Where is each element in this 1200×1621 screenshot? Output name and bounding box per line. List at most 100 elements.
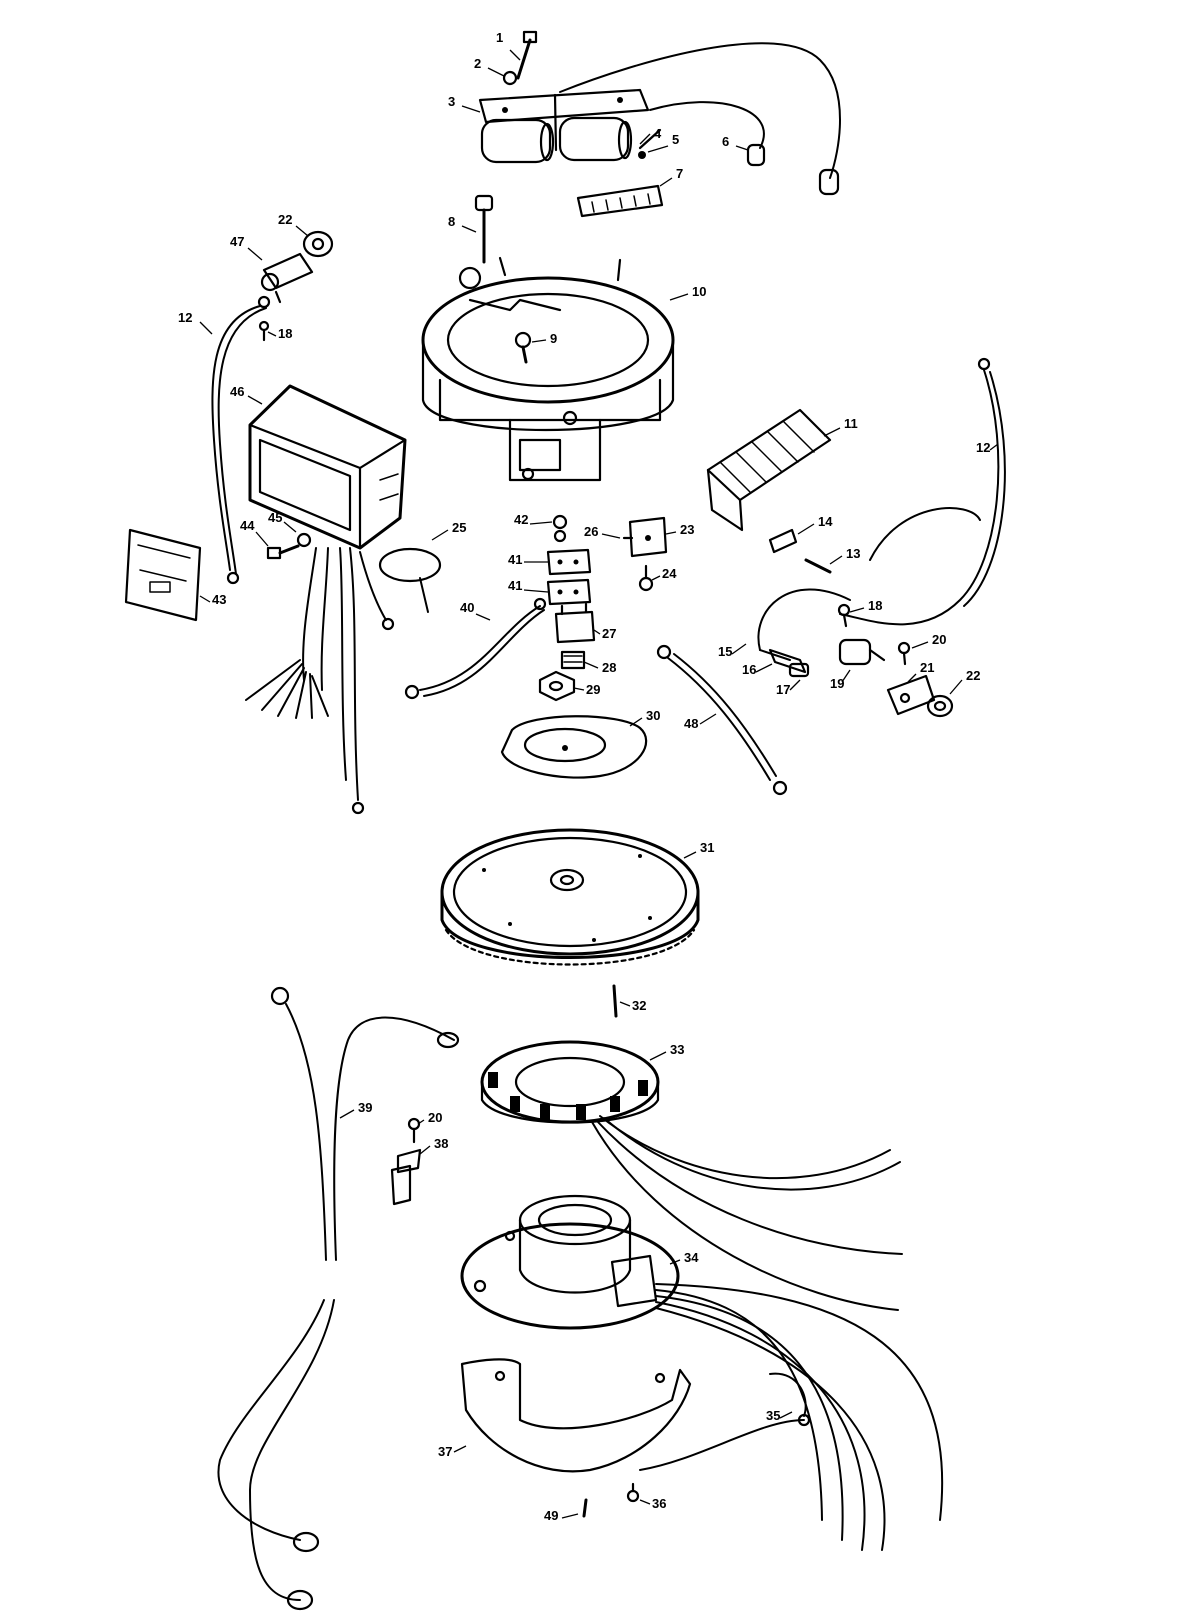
- part-label-32: 32: [632, 998, 646, 1013]
- nut-29: [538, 670, 576, 702]
- part-label-4: 4: [654, 126, 662, 141]
- screw-20-bottom: [407, 1117, 421, 1144]
- screw-36: [626, 1482, 640, 1503]
- leader-line-4: [639, 133, 651, 145]
- part-label-14: 14: [818, 514, 833, 529]
- leader-line-12: [989, 443, 999, 451]
- leader-line-15: [731, 643, 747, 655]
- part-label-46: 46: [230, 384, 244, 399]
- terminal-strip-7: [576, 184, 664, 218]
- timer-base-leads: [655, 1283, 944, 1551]
- part-label-20: 20: [932, 632, 946, 647]
- part-label-49: 49: [544, 1508, 558, 1523]
- leader-line-44: [255, 531, 269, 547]
- timer-base-41-lower: [546, 578, 592, 606]
- bolt-8: [474, 194, 494, 264]
- leader-line-18: [267, 331, 277, 337]
- leader-line-47: [247, 247, 263, 261]
- leader-line-14: [797, 523, 815, 535]
- part-label-48: 48: [684, 716, 698, 731]
- plate-37: [460, 1358, 692, 1473]
- part-label-12: 12: [976, 440, 990, 455]
- part-label-41: 41: [508, 578, 522, 593]
- part-label-23: 23: [680, 522, 694, 537]
- leader-line-3: [461, 105, 481, 113]
- battery-cable-39: [217, 986, 460, 1611]
- part-label-43: 43: [212, 592, 226, 607]
- leader-line-8: [461, 225, 477, 233]
- part-label-13: 13: [846, 546, 860, 561]
- part-label-3: 3: [448, 94, 455, 109]
- leader-line-24: [651, 575, 661, 581]
- part-label-29: 29: [586, 682, 600, 697]
- stator-33: [480, 1040, 660, 1124]
- bracket-38: [390, 1148, 422, 1206]
- timer-base-34: [460, 1194, 680, 1330]
- leader-line-21: [907, 673, 917, 683]
- part-label-25: 25: [452, 520, 466, 535]
- part-label-47: 47: [230, 234, 244, 249]
- leader-line-22: [295, 225, 309, 237]
- leader-line-25: [431, 529, 449, 541]
- leader-line-20: [417, 1119, 425, 1125]
- part-label-21: 21: [920, 660, 934, 675]
- leader-line-41: [523, 589, 549, 593]
- part-label-18: 18: [868, 598, 882, 613]
- part-label-16: 16: [742, 662, 756, 677]
- part-label-11: 11: [844, 416, 858, 431]
- leader-line-33: [649, 1051, 667, 1061]
- part-label-39: 39: [358, 1100, 372, 1115]
- lead-12-left: [211, 295, 271, 585]
- part-label-30: 30: [646, 708, 660, 723]
- leader-line-37: [453, 1445, 467, 1453]
- part-label-19: 19: [830, 676, 844, 691]
- part-label-26: 26: [584, 524, 598, 539]
- screw-18-left: [258, 320, 270, 342]
- screw-9: [514, 331, 532, 364]
- leader-line-9: [531, 339, 547, 343]
- cd-unit-46: [248, 384, 407, 550]
- leader-line-12: [199, 321, 213, 335]
- part-label-2: 2: [474, 56, 481, 71]
- part-label-1: 1: [496, 30, 503, 45]
- leader-line-10: [669, 293, 689, 301]
- leader-line-40: [475, 613, 491, 621]
- washer-2: [502, 70, 518, 86]
- rectifier-11: [706, 408, 832, 532]
- screw-20-top: [897, 641, 911, 666]
- part-label-7: 7: [676, 166, 683, 181]
- part-label-35: 35: [766, 1408, 780, 1423]
- leader-line-16: [755, 663, 773, 673]
- leader-line-38: [419, 1145, 431, 1155]
- part-label-17: 17: [776, 682, 790, 697]
- part-label-42: 42: [514, 512, 528, 527]
- leader-line-23: [665, 531, 677, 535]
- timer-base-41-upper: [546, 548, 592, 576]
- leader-line-6: [735, 145, 749, 151]
- leader-line-34: [669, 1259, 681, 1265]
- part-label-9: 9: [550, 331, 557, 346]
- connector-4-5: [638, 128, 662, 159]
- part-label-27: 27: [602, 626, 616, 641]
- leader-line-18: [849, 607, 865, 613]
- connector-17: [788, 662, 810, 678]
- leader-line-17: [789, 679, 801, 691]
- leader-line-43: [199, 595, 211, 603]
- nut-42: [552, 514, 568, 530]
- leader-line-49: [561, 1513, 579, 1519]
- screw-18-right: [837, 603, 851, 628]
- leader-line-22: [949, 679, 963, 695]
- ignition-coil-assembly: [478, 88, 650, 164]
- leader-line-13: [829, 555, 843, 565]
- part-label-8: 8: [448, 214, 455, 229]
- part-label-22: 22: [278, 212, 292, 227]
- leader-line-5: [647, 145, 669, 153]
- bolt-1: [516, 30, 538, 80]
- leader-line-45: [283, 521, 297, 533]
- lead-12-right: [839, 357, 1006, 626]
- part-label-36: 36: [652, 1496, 666, 1511]
- leader-line-2: [487, 67, 505, 77]
- leader-line-48: [699, 713, 717, 725]
